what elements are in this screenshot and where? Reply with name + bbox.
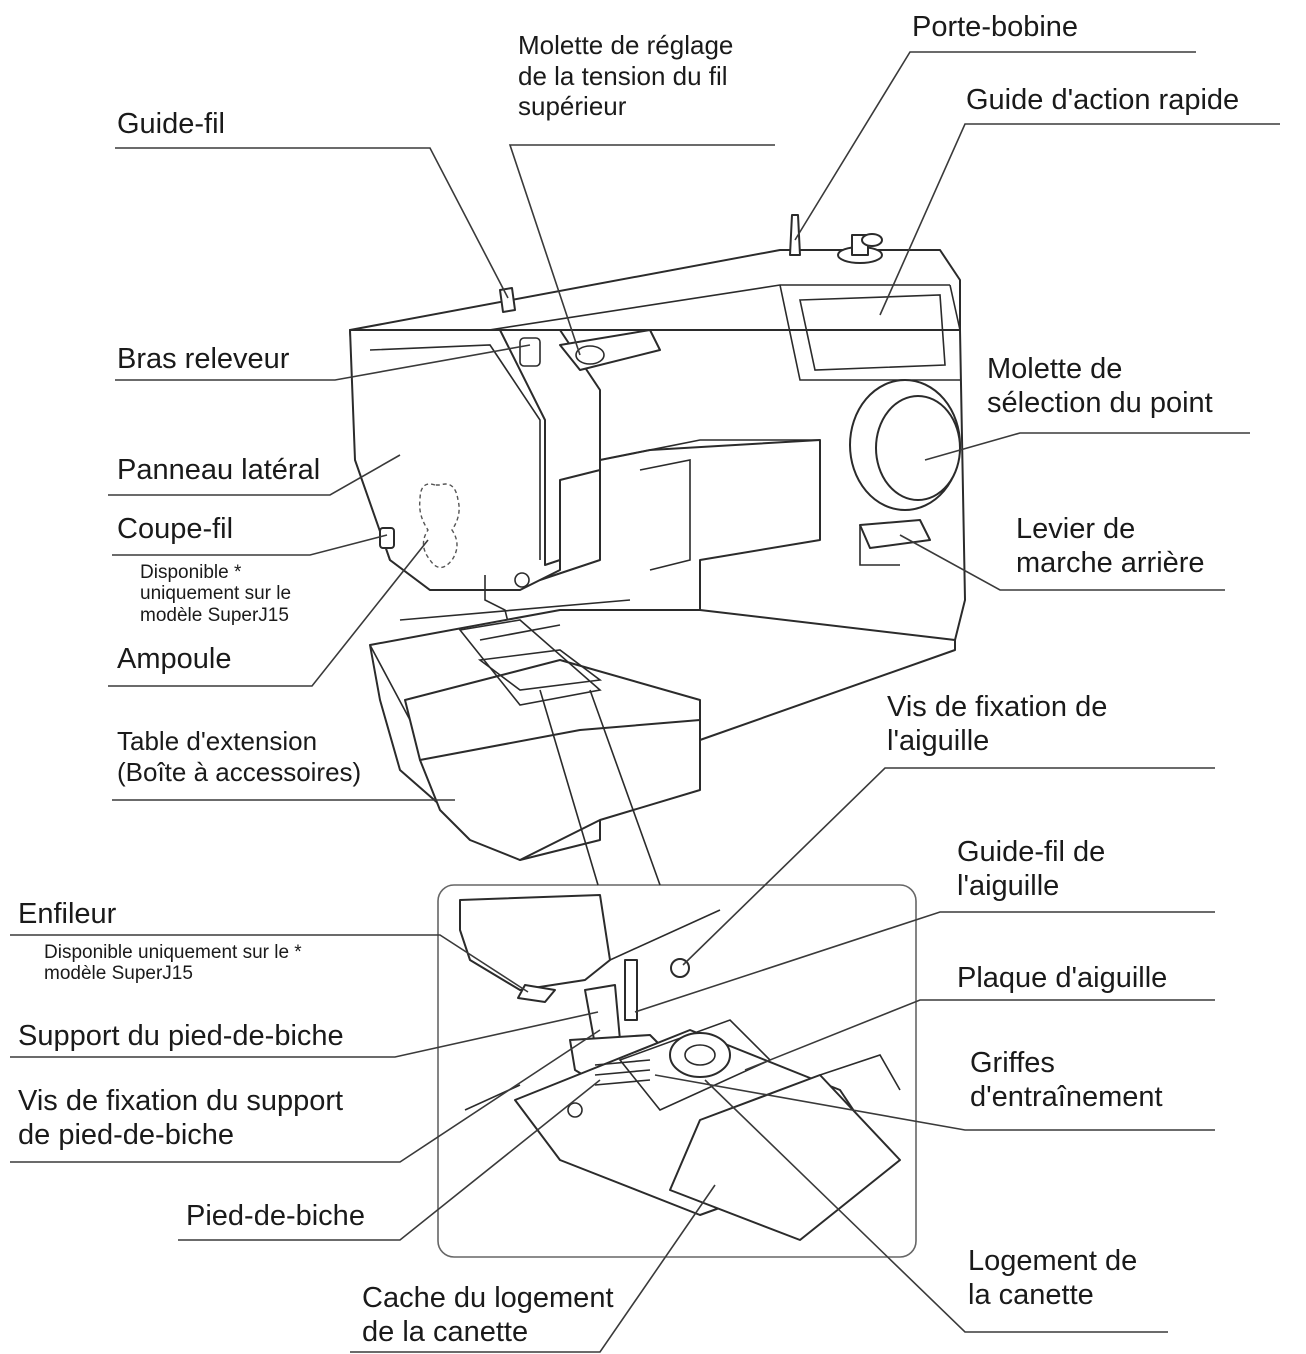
label-enfileur-note: Disponible uniquement sur le * modèle Su…	[44, 942, 302, 985]
label-panneau-lateral: Panneau latéral	[117, 454, 321, 486]
label-molette-tension-line3: supérieur	[518, 91, 627, 122]
label-griffes-line1: Griffes	[970, 1047, 1055, 1079]
label-enfileur-note-line2: modèle SuperJ15	[44, 963, 193, 985]
label-vis-fixation-aiguille: Vis de fixation de l'aiguille	[887, 690, 1107, 758]
label-guide-fil-aiguille-line2: l'aiguille	[957, 870, 1060, 903]
label-bras-releveur: Bras releveur	[117, 343, 290, 375]
label-support-pied: Support du pied-de-biche	[18, 1020, 344, 1052]
leader-lines	[10, 51, 1280, 1353]
label-logement-line2: la canette	[968, 1279, 1094, 1312]
label-guide-fil-aiguille: Guide-fil de l'aiguille	[957, 835, 1105, 903]
label-plaque-aiguille: Plaque d'aiguille	[957, 962, 1168, 994]
label-levier-line2: marche arrière	[1016, 547, 1205, 580]
label-table-line2: (Boîte à accessoires)	[117, 756, 362, 787]
label-coupe-fil-note-line1: Disponible *	[140, 562, 242, 583]
label-vis-aiguille-line1: Vis de fixation de	[887, 691, 1108, 723]
label-vis-support-line1: Vis de fixation du support	[18, 1085, 344, 1117]
label-molette-selection: Molette de sélection du point	[987, 352, 1213, 420]
label-griffes: Griffes d'entraînement	[970, 1046, 1163, 1114]
label-guide-action-rapide: Guide d'action rapide	[966, 84, 1240, 116]
sewing-machine-illustration	[349, 214, 966, 861]
label-vis-support-line2: de pied-de-biche	[18, 1119, 235, 1152]
label-ampoule: Ampoule	[117, 643, 232, 675]
label-porte-bobine: Porte-bobine	[912, 11, 1079, 43]
label-cache-line1: Cache du logement	[362, 1282, 614, 1314]
label-coupe-fil-note-line3: modèle SuperJ15	[140, 604, 289, 626]
label-molette-tension-line2: de la tension du fil	[518, 60, 728, 91]
label-molette-tension-line1: Molette de réglage	[518, 30, 734, 60]
label-guide-fil: Guide-fil	[117, 108, 225, 140]
label-coupe-fil-note: Disponible * uniquement sur le modèle Su…	[140, 562, 291, 626]
label-cache-line2: de la canette	[362, 1316, 529, 1349]
label-table-line1: Table d'extension	[117, 726, 318, 756]
label-molette-tension: Molette de réglage de la tension du fil …	[518, 30, 733, 122]
label-molette-selection-line2: sélection du point	[987, 387, 1213, 420]
label-enfileur: Enfileur	[18, 898, 117, 930]
label-logement-line1: Logement de	[968, 1245, 1138, 1277]
label-logement-canette: Logement de la canette	[968, 1244, 1137, 1312]
label-enfileur-note-line1: Disponible uniquement sur le *	[44, 942, 302, 963]
label-table-extension: Table d'extension (Boîte à accessoires)	[117, 726, 361, 787]
label-levier-marche-arriere: Levier de marche arrière	[1016, 512, 1205, 580]
label-cache-logement: Cache du logement de la canette	[362, 1281, 614, 1349]
label-molette-selection-line1: Molette de	[987, 353, 1123, 385]
detail-inset	[437, 689, 917, 1258]
label-griffes-line2: d'entraînement	[970, 1081, 1163, 1114]
label-vis-aiguille-line2: l'aiguille	[887, 725, 990, 758]
label-levier-line1: Levier de	[1016, 513, 1136, 545]
label-coupe-fil-note-line2: uniquement sur le	[140, 583, 292, 605]
label-coupe-fil: Coupe-fil	[117, 513, 234, 545]
label-pied-de-biche: Pied-de-biche	[186, 1200, 365, 1232]
label-vis-support-pied: Vis de fixation du support de pied-de-bi…	[18, 1084, 343, 1152]
label-guide-fil-aiguille-line1: Guide-fil de	[957, 836, 1106, 868]
